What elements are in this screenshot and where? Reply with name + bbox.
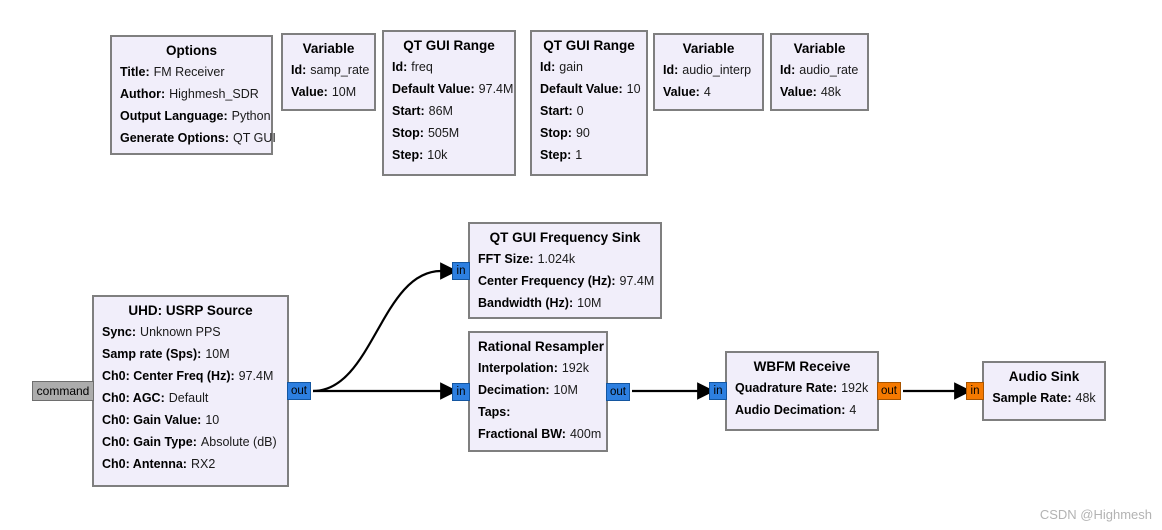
block-variable-samp-rate[interactable]: Variable Id:samp_rate Value:10M bbox=[281, 33, 376, 111]
block-wbfm-receive[interactable]: in out WBFM Receive Quadrature Rate:192k… bbox=[709, 351, 901, 431]
port-command[interactable]: command bbox=[32, 381, 94, 401]
block-title: Variable bbox=[682, 41, 735, 56]
block-title: Variable bbox=[302, 41, 355, 56]
block-param: Stop:505M bbox=[392, 126, 460, 140]
port-in[interactable]: in bbox=[452, 261, 470, 280]
block-param: Ch0: Center Freq (Hz):97.4M bbox=[102, 369, 274, 383]
block-param: Id:freq bbox=[392, 60, 433, 74]
block-param: Step:10k bbox=[392, 148, 448, 162]
block-title: UHD: USRP Source bbox=[128, 303, 253, 318]
block-param: Ch0: Gain Value:10 bbox=[102, 413, 220, 427]
block-qt-gui-range-freq[interactable]: QT GUI Range Id:freq Default Value:97.4M… bbox=[382, 30, 516, 176]
block-qt-gui-range-gain[interactable]: QT GUI Range Id:gain Default Value:10 St… bbox=[530, 30, 648, 176]
block-param: Start:86M bbox=[392, 104, 453, 118]
block-title: Rational Resampler bbox=[478, 339, 605, 354]
block-param: Value:4 bbox=[663, 85, 711, 99]
block-title: WBFM Receive bbox=[753, 359, 851, 374]
block-param: Ch0: Gain Type:Absolute (dB) bbox=[102, 435, 277, 449]
block-param: Fractional BW:400m bbox=[478, 427, 602, 441]
block-param: Default Value:10 bbox=[540, 82, 641, 96]
block-title: Variable bbox=[793, 41, 846, 56]
block-title: QT GUI Frequency Sink bbox=[489, 230, 641, 245]
block-title: Options bbox=[166, 43, 217, 58]
block-variable-audio-interp[interactable]: Variable Id:audio_interp Value:4 bbox=[653, 33, 764, 111]
block-rational-resampler[interactable]: in out Rational Resampler Interpolation:… bbox=[452, 331, 630, 452]
block-title: QT GUI Range bbox=[543, 38, 635, 53]
block-title: QT GUI Range bbox=[403, 38, 495, 53]
block-param: FFT Size:1.024k bbox=[478, 252, 576, 266]
block-param: Default Value:97.4M bbox=[392, 82, 514, 96]
block-param: Author:Highmesh_SDR bbox=[120, 87, 259, 101]
block-param: Stop:90 bbox=[540, 126, 590, 140]
block-param: Value:48k bbox=[780, 85, 841, 99]
block-param: Taps: bbox=[478, 405, 511, 419]
block-param: Value:10M bbox=[291, 85, 357, 99]
block-param: Id:audio_interp bbox=[663, 63, 752, 77]
block-param: Decimation:10M bbox=[478, 383, 578, 397]
block-uhd-usrp-source[interactable]: command out UHD: USRP Source Sync:Unknow… bbox=[32, 295, 311, 487]
block-param: Bandwidth (Hz):10M bbox=[478, 296, 602, 310]
block-param: Sync:Unknown PPS bbox=[102, 325, 221, 339]
block-title: Audio Sink bbox=[1008, 369, 1080, 384]
block-param: Quadrature Rate:192k bbox=[735, 381, 869, 395]
block-param: Ch0: Antenna:RX2 bbox=[102, 457, 216, 471]
watermark: CSDN @Highmesh bbox=[1039, 507, 1152, 522]
block-param: Audio Decimation:4 bbox=[735, 403, 857, 417]
block-param: Interpolation:192k bbox=[478, 361, 589, 375]
block-param: Sample Rate:48k bbox=[992, 391, 1096, 405]
port-out[interactable]: out bbox=[606, 382, 630, 401]
block-audio-sink[interactable]: in Audio Sink Sample Rate:48k bbox=[966, 361, 1106, 421]
port-in[interactable]: in bbox=[709, 382, 727, 400]
block-param: Title:FM Receiver bbox=[120, 65, 225, 79]
block-param: Samp rate (Sps):10M bbox=[102, 347, 230, 361]
block-param: Step:1 bbox=[540, 148, 583, 162]
block-param: Output Language:Python bbox=[120, 109, 271, 123]
block-param: Center Frequency (Hz):97.4M bbox=[478, 274, 655, 288]
block-variable-audio-rate[interactable]: Variable Id:audio_rate Value:48k bbox=[770, 33, 869, 111]
block-param: Id:audio_rate bbox=[780, 63, 859, 77]
block-options[interactable]: Options Title:FM Receiver Author:Highmes… bbox=[110, 35, 276, 155]
port-out[interactable]: out bbox=[877, 382, 901, 400]
block-param: Id:samp_rate bbox=[291, 63, 370, 77]
block-param: Id:gain bbox=[540, 60, 583, 74]
block-param: Generate Options:QT GUI bbox=[120, 131, 276, 145]
block-qt-gui-frequency-sink[interactable]: in QT GUI Frequency Sink FFT Size:1.024k… bbox=[452, 222, 662, 319]
block-param: Start:0 bbox=[540, 104, 584, 118]
port-out[interactable]: out bbox=[287, 382, 311, 400]
port-in[interactable]: in bbox=[452, 382, 470, 401]
wire-usrp-to-freq-sink[interactable] bbox=[312, 262, 458, 393]
block-param: Ch0: AGC:Default bbox=[102, 391, 209, 405]
port-in[interactable]: in bbox=[966, 382, 984, 400]
